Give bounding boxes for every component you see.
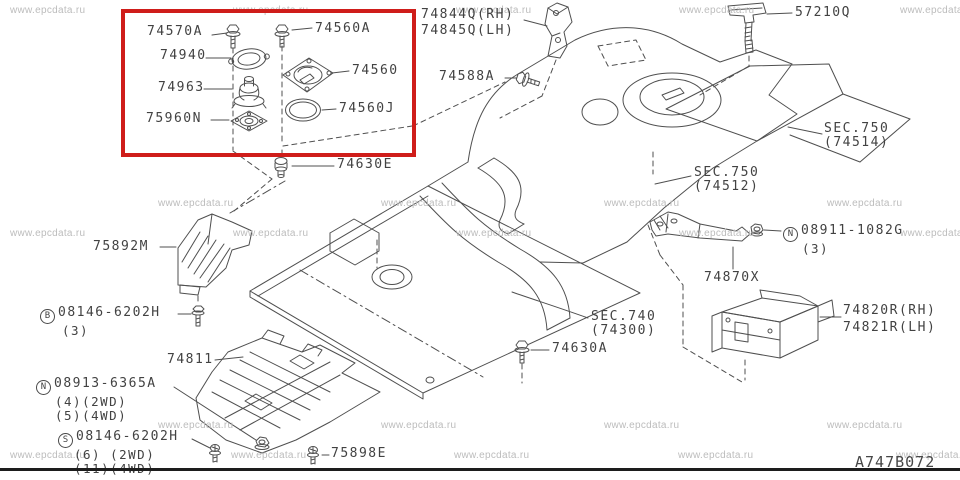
part-number: 08913-6365A (54, 376, 157, 391)
bolt-74570A-icon (225, 24, 241, 49)
sec-ref: (74512) (694, 179, 760, 194)
callout-75960N: 75960N (146, 111, 202, 126)
part-57210Q-drawing (727, 2, 767, 54)
quantity: (5)(4WD) (55, 408, 128, 423)
bolt-74560A-icon (274, 24, 290, 48)
bolt-74588A-icon (515, 71, 541, 87)
bolt-74630A-icon (514, 340, 530, 364)
screw-75898E-icon (307, 446, 319, 465)
watermark: www.epcdata.ru (10, 228, 86, 239)
fasteners (191, 24, 764, 465)
circled-letter-S: S (58, 433, 73, 448)
center-lines (229, 180, 484, 378)
quantity: (3) (62, 323, 90, 338)
callout-75898E: 75898E (331, 446, 387, 461)
floor-pan-drawing (249, 27, 911, 400)
callout-74870X: 74870X (704, 270, 760, 285)
watermark: www.epcdata.ru (233, 228, 309, 239)
watermark: www.epcdata.ru (456, 228, 532, 239)
callout-74560: 74560 (352, 63, 399, 78)
watermark: www.epcdata.ru (604, 198, 680, 209)
nut-08913-6365A-icon (254, 436, 270, 450)
sec-label: SEC.750 (824, 121, 890, 136)
callout-74821R: 74821R(LH) (843, 320, 937, 335)
callout-57210Q: 57210Q (795, 5, 851, 20)
watermark: www.epcdata.ru (900, 228, 960, 239)
leader-lines (159, 12, 842, 456)
watermark: www.epcdata.ru (896, 450, 960, 461)
watermark: www.epcdata.ru (827, 198, 903, 209)
callout-74820R: 74820R(RH) (843, 303, 937, 318)
watermark: www.epcdata.ru (900, 5, 960, 16)
callout-74811: 74811 (167, 352, 214, 367)
part-number: 08911-1082G (801, 223, 904, 238)
callout-74630E: 74630E (337, 157, 393, 172)
part-number: 08146-6202H (76, 429, 179, 444)
callout-74560A: 74560A (315, 21, 371, 36)
callout-sec740-74300: SEC.740 (74300) (591, 310, 656, 338)
callout-74570A: 74570A (147, 24, 203, 39)
screw-s-08146-icon (209, 444, 221, 463)
watermark: www.epcdata.ru (10, 5, 86, 16)
callout-74560J: 74560J (339, 101, 395, 116)
jack-mount-parts-drawing (228, 48, 334, 132)
frame-bottom-rule (0, 468, 960, 471)
callout-74844Q: 74844Q(RH) (421, 7, 515, 22)
watermark: www.epcdata.ru (456, 5, 532, 16)
sec-ref: (74300) (591, 323, 657, 338)
watermark: www.epcdata.ru (827, 420, 903, 431)
sec-label: SEC.740 (591, 309, 657, 324)
bolt-08146-6202H-icon (191, 305, 205, 327)
projection-lines (197, 39, 750, 384)
circled-letter-N: N (783, 227, 798, 242)
watermark: www.epcdata.ru (231, 450, 307, 461)
callout-74588A: 74588A (439, 69, 495, 84)
quantity: (6) (2WD) (74, 447, 156, 462)
part-number: 08146-6202H (58, 305, 161, 320)
sec-ref: (74514) (824, 135, 890, 150)
callout-sec750-74512: SEC.750 (74512) (694, 166, 759, 194)
callout-74940: 74940 (160, 48, 207, 63)
callout-74963: 74963 (158, 80, 205, 95)
callout-sec750-74514: SEC.750 (74514) (824, 122, 889, 150)
sec-label: SEC.750 (694, 165, 760, 180)
watermark: www.epcdata.ru (158, 420, 234, 431)
circled-letter-N: N (36, 380, 51, 395)
nut-08911-1082G-icon (750, 223, 764, 237)
callout-75892M: 75892M (93, 239, 149, 254)
watermark: www.epcdata.ru (381, 198, 457, 209)
callout-74845Q: 74845Q(LH) (421, 23, 515, 38)
watermark: www.epcdata.ru (679, 228, 755, 239)
circled-letter-B: B (40, 309, 55, 324)
bracket-74870X-drawing (649, 211, 751, 242)
watermark: www.epcdata.ru (678, 450, 754, 461)
diagram-sheet-code: A747B072 (855, 453, 936, 471)
watermark: www.epcdata.ru (604, 420, 680, 431)
bracket-75892M-drawing (177, 213, 253, 296)
bracket-74844Q-drawing (544, 2, 573, 59)
under-cover-74811-drawing (195, 329, 381, 454)
watermark: www.epcdata.ru (158, 198, 234, 209)
watermark: www.epcdata.ru (454, 450, 530, 461)
grommet-74630E-icon (274, 157, 288, 178)
bracket-74820R-drawing (711, 289, 835, 359)
watermark: www.epcdata.ru (679, 5, 755, 16)
watermark: www.epcdata.ru (381, 420, 457, 431)
watermark: www.epcdata.ru (10, 450, 86, 461)
callout-74630A: 74630A (552, 341, 608, 356)
quantity: (4)(2WD) (55, 394, 128, 409)
quantity: (3) (802, 241, 830, 256)
highlight-box (121, 9, 416, 157)
